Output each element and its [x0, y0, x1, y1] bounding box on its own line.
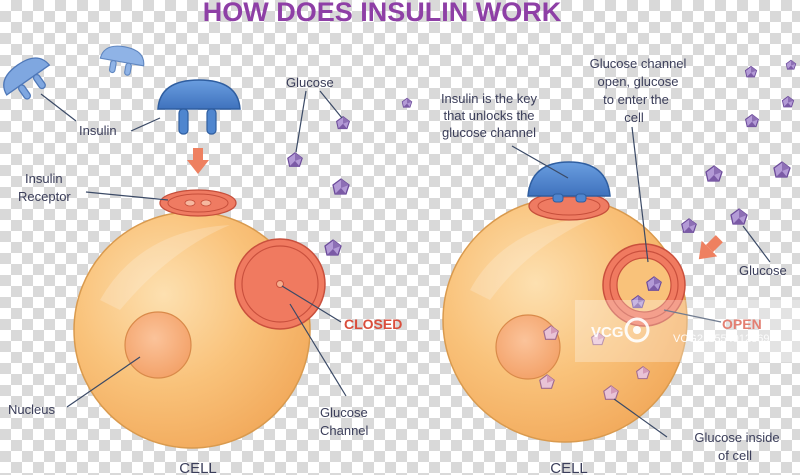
right-glucose-channel-open [602, 243, 686, 327]
left-cell-highlight [100, 225, 230, 310]
left-nucleus [124, 311, 192, 379]
bound-insulin-molecule [527, 161, 611, 203]
left-arrow-down-icon [187, 148, 209, 174]
watermark-logo: VCG [591, 324, 624, 341]
glucose-inside-label-2: of cell [718, 448, 752, 463]
glucose-inside-label-1: Glucose inside [694, 430, 779, 445]
left-cell-group [73, 148, 326, 449]
glucose-molecule-icon [781, 95, 795, 108]
open-channel-label-4: cell [624, 110, 644, 125]
insulin-molecule-tilted [3, 57, 51, 100]
glucose-label-left: Glucose [286, 75, 334, 90]
glucose-molecule-icon [730, 208, 748, 225]
open-channel-label-2: open, glucose [598, 74, 679, 89]
right-cell-group [442, 161, 723, 443]
glucose-molecule-icon [401, 97, 413, 108]
insulin-molecule-main [157, 79, 241, 135]
watermark-logo-icon [624, 317, 650, 343]
key-label-2: that unlocks the [443, 108, 534, 123]
glucose-molecule-icon [336, 116, 350, 130]
page-title: HOW DOES INSULIN WORK [203, 0, 562, 27]
insulin-receptor-label-1: Insulin [25, 171, 63, 186]
watermark-id: VCG211554912869 [673, 333, 769, 345]
glucose-molecule-icon [705, 165, 723, 182]
cell-label-left: CELL [179, 460, 217, 475]
open-status-label: OPEN [722, 316, 762, 332]
glucose-molecule-icon [287, 152, 303, 167]
open-channel-label-3: to enter the [603, 92, 669, 107]
insulin-molecule-small [99, 45, 145, 76]
right-arrow-in-icon [698, 235, 723, 260]
key-label-1: Insulin is the key [441, 91, 538, 106]
glucose-molecule-icon [744, 65, 758, 78]
watermark: VCG VCG211554912869 [575, 300, 800, 362]
insulin-label: Insulin [79, 123, 117, 138]
closed-status-label: CLOSED [344, 316, 402, 332]
right-nucleus [495, 314, 561, 380]
cell-label-right: CELL [550, 460, 588, 475]
glucose-molecule-icon [773, 161, 791, 178]
key-label-3: glucose channel [442, 125, 536, 140]
glucose-molecule-icon [681, 218, 697, 233]
glucose-channel-label-2: Channel [320, 423, 369, 438]
glucose-channel-label-1: Glucose [320, 405, 368, 420]
glucose-molecule-icon [332, 178, 350, 195]
glucose-molecule-icon [324, 239, 342, 256]
glucose-molecule-icon [785, 59, 797, 70]
glucose-molecule-icon [745, 114, 759, 128]
nucleus-label: Nucleus [8, 402, 55, 417]
insulin-receptor-label-2: Receptor [18, 189, 71, 204]
glucose-label-right: Glucose [739, 263, 787, 278]
open-channel-label-1: Glucose channel [590, 56, 687, 71]
